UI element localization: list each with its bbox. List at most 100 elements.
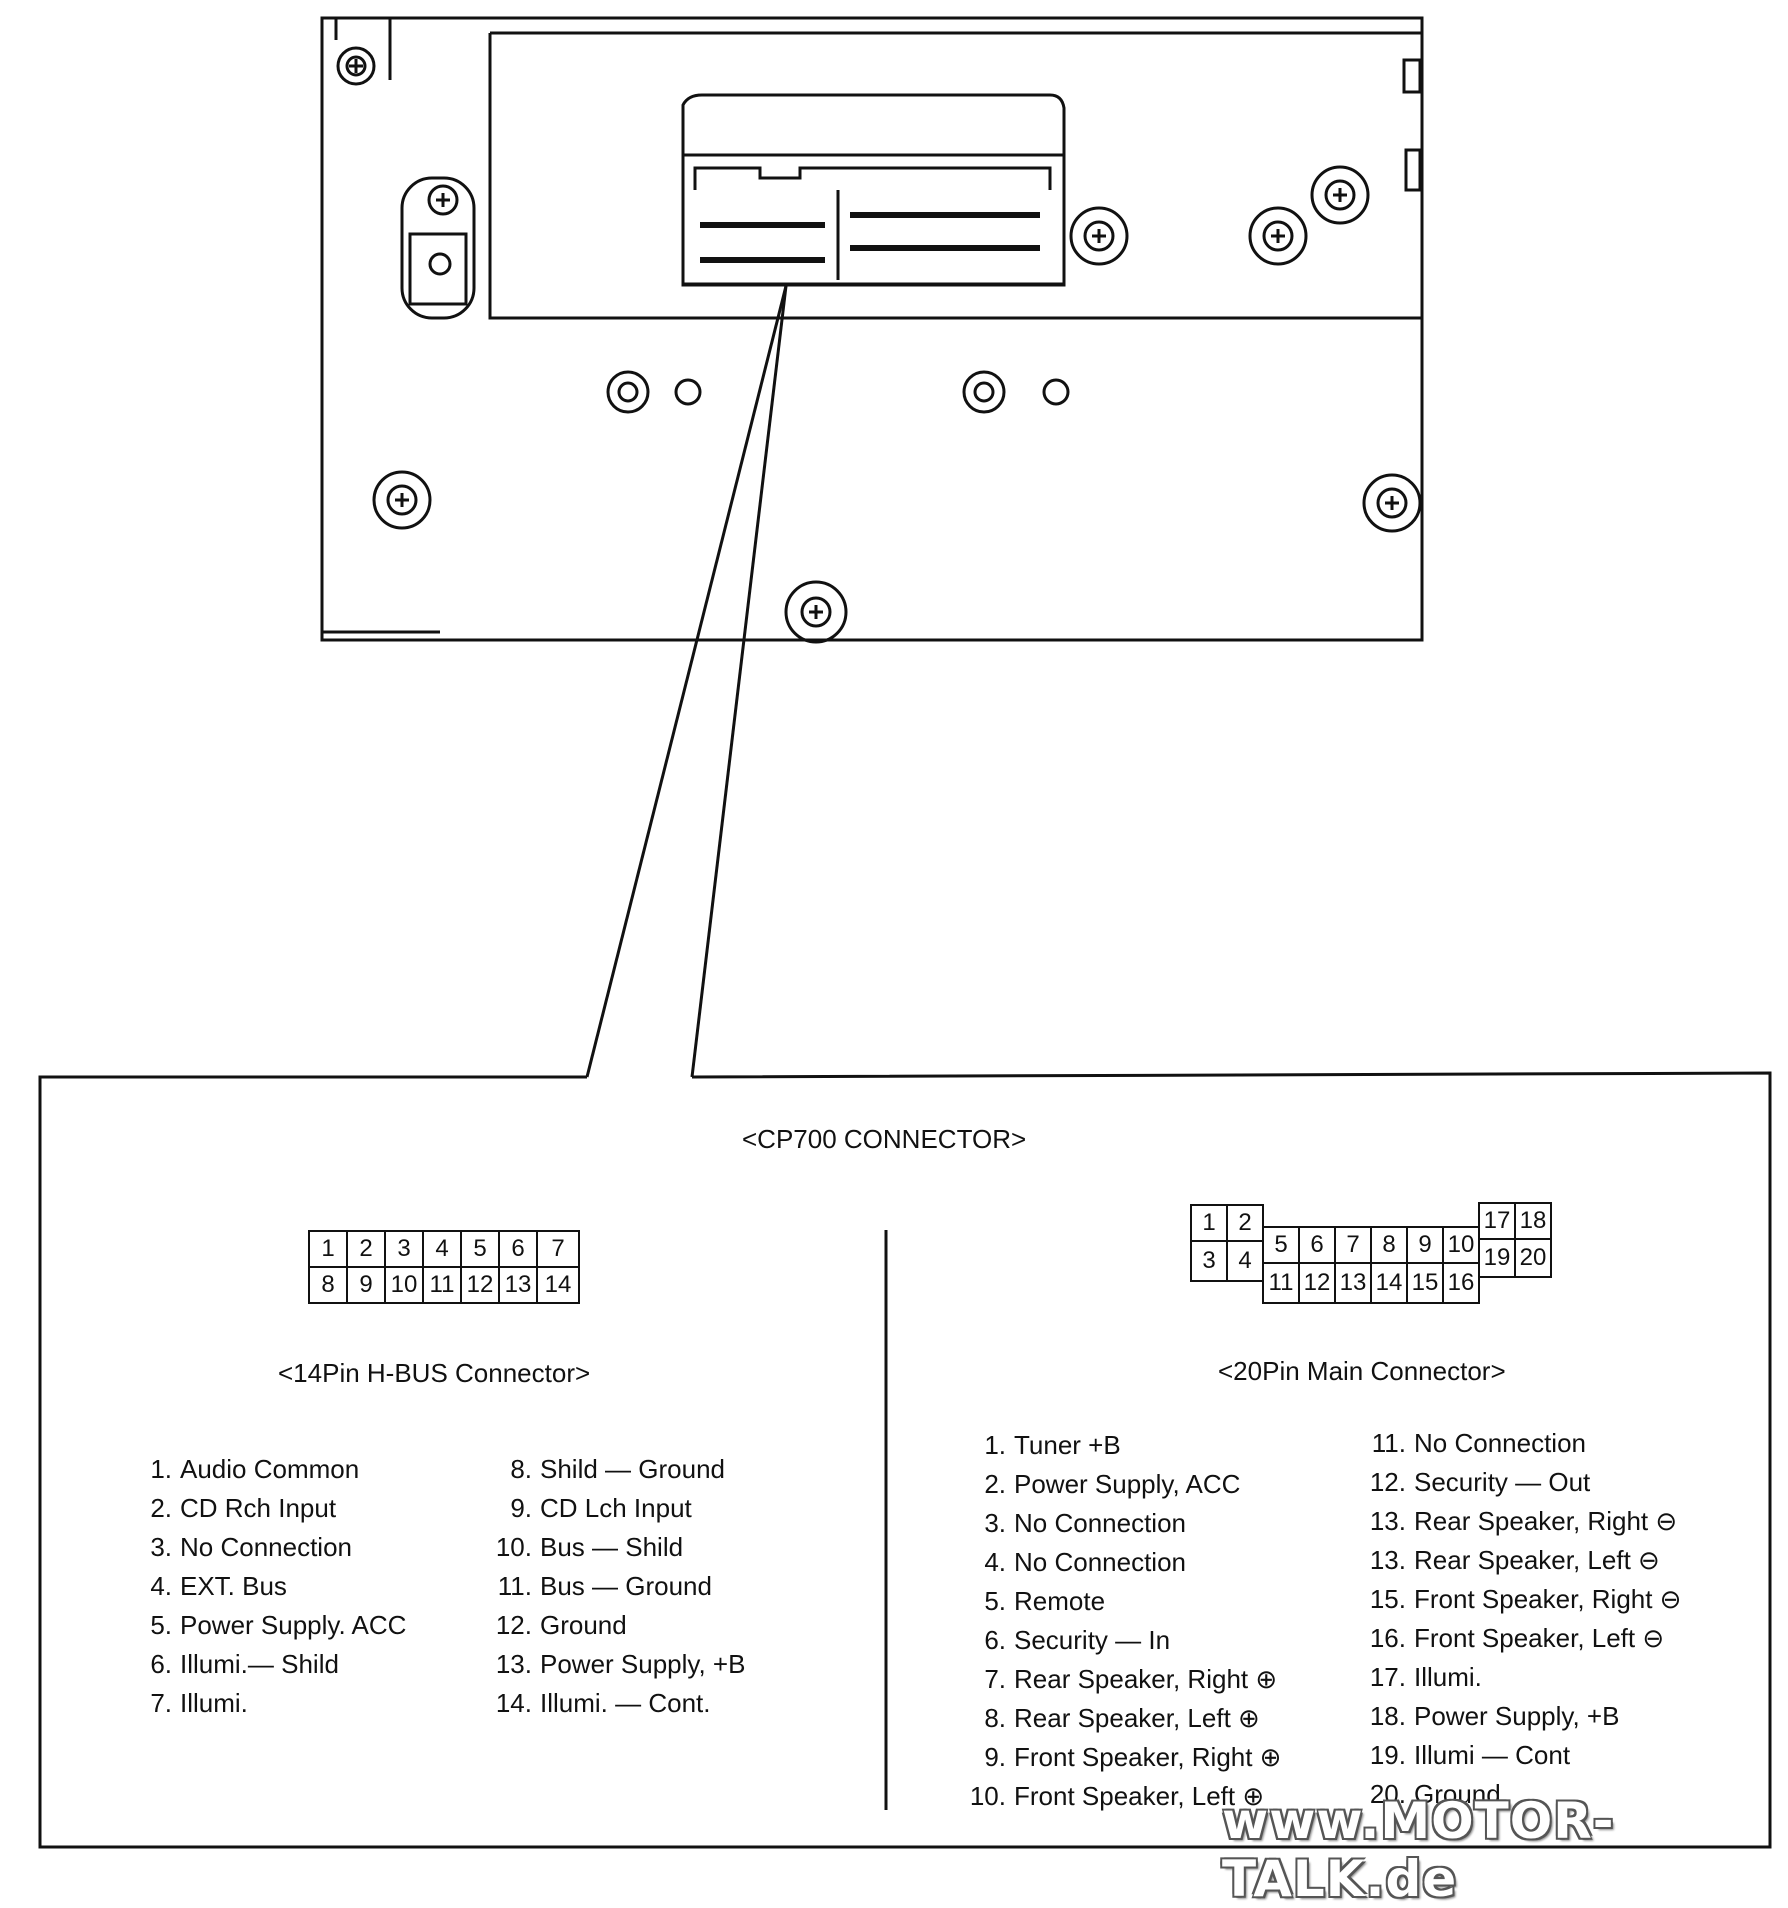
screw-right-2 [1248,206,1308,266]
screw-right-mid [1362,473,1422,533]
radio-unit-drawing [38,16,1772,1849]
pin-function: Illumi. [180,1688,248,1718]
pin-number: 20. [1369,1779,1406,1809]
hbus-pin: 6 [498,1230,538,1268]
main-pin: 10 [1442,1226,1480,1264]
list-item: 19. Illumi — Cont [1362,1736,1681,1775]
list-item: 13.Rear Speaker, Right ⊖ [1362,1502,1681,1541]
list-item: 12.Ground [488,1606,745,1645]
list-item: 4.No Connection [962,1543,1281,1582]
pin-function: Rear Speaker, Right ⊕ [1014,1664,1278,1694]
main-pin: 16 [1442,1262,1480,1304]
list-item: 3. No Connection [962,1504,1281,1543]
pin-number: 13. [1369,1545,1406,1575]
pin-function: Illumi. — Cont. [540,1688,711,1718]
rear-panel [488,31,1422,320]
list-item: 12. Security — Out [1362,1463,1681,1502]
screw-right-3 [1310,165,1370,225]
pin-number: 17. [1369,1662,1406,1692]
pin-number: 16. [1369,1623,1406,1653]
pin-number: 13. [495,1649,532,1679]
main-pin: 9 [1406,1226,1444,1264]
hbus-pin: 12 [460,1266,500,1304]
pin-number: 12. [1369,1467,1406,1497]
pin-function: No Connection [1014,1547,1186,1577]
pin-function: Remote [1014,1586,1106,1616]
list-item: 1.Tuner +B [962,1426,1281,1465]
list-item: 16. Front Speaker, Left ⊖ [1362,1619,1681,1658]
pin-function: EXT. Bus [180,1571,287,1601]
pin-function: No Connection [1014,1508,1186,1538]
main-pin: 19 [1478,1238,1516,1278]
pin-number: 2. [150,1493,172,1523]
antenna-jack [400,176,476,320]
pin-number: 9. [984,1742,1006,1772]
pin-number: 15. [1369,1584,1406,1614]
pin-function: Front Speaker, Left ⊕ [1014,1781,1265,1811]
pin-function: Security — Out [1414,1467,1591,1497]
main-pin: 3 [1190,1240,1228,1282]
hbus-pin: 10 [384,1266,424,1304]
pin-function: Audio Common [180,1454,360,1484]
pin-function: Ground [1414,1779,1501,1809]
main-pin: 11 [1262,1262,1300,1304]
pin-function: Front Speaker, Left ⊖ [1414,1623,1665,1653]
pin-number: 3. [984,1508,1006,1538]
connector-socket [681,93,1066,286]
list-item: 9.Front Speaker, Right ⊕ [962,1738,1281,1777]
list-item: 18.Power Supply, +B [1362,1697,1681,1736]
list-item: 6. Illumi.— Shild [128,1645,406,1684]
main-pin: 18 [1514,1202,1552,1240]
main-pin-list-right: 11.No Connection 12.Security — Out 13.Re… [1362,1424,1682,1814]
pin-number: 13. [1369,1506,1406,1536]
pin-number: 4. [150,1571,172,1601]
hbus-pin: 4 [422,1230,462,1268]
main-pin: 7 [1334,1226,1372,1264]
screw-bottom [784,580,848,644]
pin-function: Bus — Ground [540,1571,712,1601]
hbus-pin: 1 [308,1230,348,1268]
pin-function: No Connection [180,1532,352,1562]
list-item: 3. No Connection [128,1528,406,1567]
screw-right-1 [1069,206,1129,266]
pin-number: 8. [984,1703,1006,1733]
main-pin: 6 [1298,1226,1336,1264]
main-pin: 13 [1334,1262,1372,1304]
pin-number: 10. [969,1781,1006,1811]
pin-function: Illumi — Cont [1414,1740,1571,1770]
pin-number: 6. [984,1625,1006,1655]
pin-function: Shild — Ground [540,1454,725,1484]
pin-number: 5. [984,1586,1006,1616]
pin-number: 19. [1369,1740,1406,1770]
hbus-pin: 9 [346,1266,386,1304]
list-item: 10.Bus — Shild [488,1528,745,1567]
pin-function: Illumi.— Shild [180,1649,339,1679]
pin-function: No Connection [1414,1428,1586,1458]
hbus-pin-list-right: 8.Shild — Ground 9.CD Lch Input 10.Bus —… [488,1450,746,1723]
list-item: 9.CD Lch Input [488,1489,745,1528]
list-item: 1.Audio Common [128,1450,406,1489]
pin-function: Power Supply, ACC [1014,1469,1241,1499]
hbus-pin: 5 [460,1230,500,1268]
pin-number: 12. [495,1610,532,1640]
list-item: 8.Rear Speaker, Left ⊕ [962,1699,1281,1738]
list-item: 2. Power Supply, ACC [962,1465,1281,1504]
pin-number: 2. [984,1469,1006,1499]
screw-top-left [336,46,376,86]
pin-number: 18. [1369,1701,1406,1731]
main-pin: 5 [1262,1226,1300,1264]
pin-number: 3. [150,1532,172,1562]
hbus-pin: 11 [422,1266,462,1304]
list-item: 2.CD Rch Input [128,1489,406,1528]
list-item: 20. Ground [1362,1775,1681,1814]
list-item: 10. Front Speaker, Left ⊕ [962,1777,1281,1816]
pin-function: Front Speaker, Right ⊖ [1414,1584,1682,1614]
pin-number: 6. [150,1649,172,1679]
list-item: 4. EXT. Bus [128,1567,406,1606]
hbus-pin: 8 [308,1266,348,1304]
pin-function: Illumi. [1414,1662,1482,1692]
list-item: 7.Illumi. [128,1684,406,1723]
pin-function: CD Lch Input [540,1493,692,1523]
list-item: 5.Power Supply. ACC [128,1606,406,1645]
hbus-pin: 13 [498,1266,538,1304]
